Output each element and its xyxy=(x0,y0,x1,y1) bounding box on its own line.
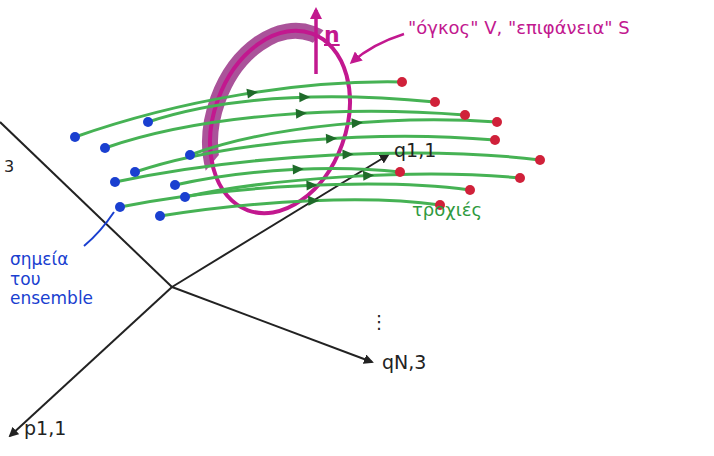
trajectory-arrows xyxy=(246,89,374,206)
start-point xyxy=(143,117,153,127)
ensemble-label: σημεία του ensemble xyxy=(10,250,93,309)
axis-label: 3 xyxy=(4,158,14,176)
trajectory-arrowhead xyxy=(299,92,310,102)
end-point xyxy=(490,135,500,145)
trajectory xyxy=(148,97,435,122)
trajectory-arrowhead xyxy=(246,89,258,99)
trajectory-arrowhead xyxy=(308,196,319,206)
trajectory-arrowhead xyxy=(326,134,337,144)
end-point xyxy=(460,110,470,120)
start-point xyxy=(130,167,140,177)
axis-label: q1,1 xyxy=(394,140,436,162)
leader-line xyxy=(84,212,114,246)
axis-line xyxy=(10,287,172,436)
start-point xyxy=(70,132,80,142)
axis-line xyxy=(172,287,372,362)
start-point xyxy=(155,211,165,221)
trajectory-arrowhead xyxy=(351,118,362,128)
end-points xyxy=(395,77,545,210)
start-point xyxy=(110,177,120,187)
trajectory-arrowhead xyxy=(363,171,374,181)
start-point xyxy=(185,150,195,160)
end-point xyxy=(397,77,407,87)
trajectory-label: τροχιές xyxy=(412,200,482,221)
start-point xyxy=(100,143,110,153)
end-point xyxy=(492,117,502,127)
start-point xyxy=(170,180,180,190)
trajectory-arrowhead xyxy=(306,181,317,191)
trajectory-arrowhead xyxy=(296,109,307,119)
end-point xyxy=(395,167,405,177)
end-point xyxy=(430,97,440,107)
end-point xyxy=(465,185,475,195)
ensemble-points xyxy=(70,117,195,221)
axis-label: p1,1 xyxy=(24,418,66,440)
axis-label: qN,3 xyxy=(382,352,426,374)
trajectories xyxy=(75,82,540,216)
volume-surface-label: "όγκος" V, "επιφάνεια" S xyxy=(408,18,630,39)
end-point xyxy=(515,173,525,183)
trajectory-arrowhead xyxy=(342,150,353,160)
normal-vector xyxy=(314,10,318,74)
callout-arrow xyxy=(352,34,404,62)
trajectory xyxy=(75,82,402,137)
trajectory-arrowhead xyxy=(293,164,304,174)
start-point xyxy=(180,192,190,202)
end-point xyxy=(535,155,545,165)
ellipsis-mark: ⋮ xyxy=(370,312,388,333)
start-point xyxy=(115,202,125,212)
trajectory xyxy=(160,200,440,216)
vector-label: n xyxy=(324,22,340,47)
